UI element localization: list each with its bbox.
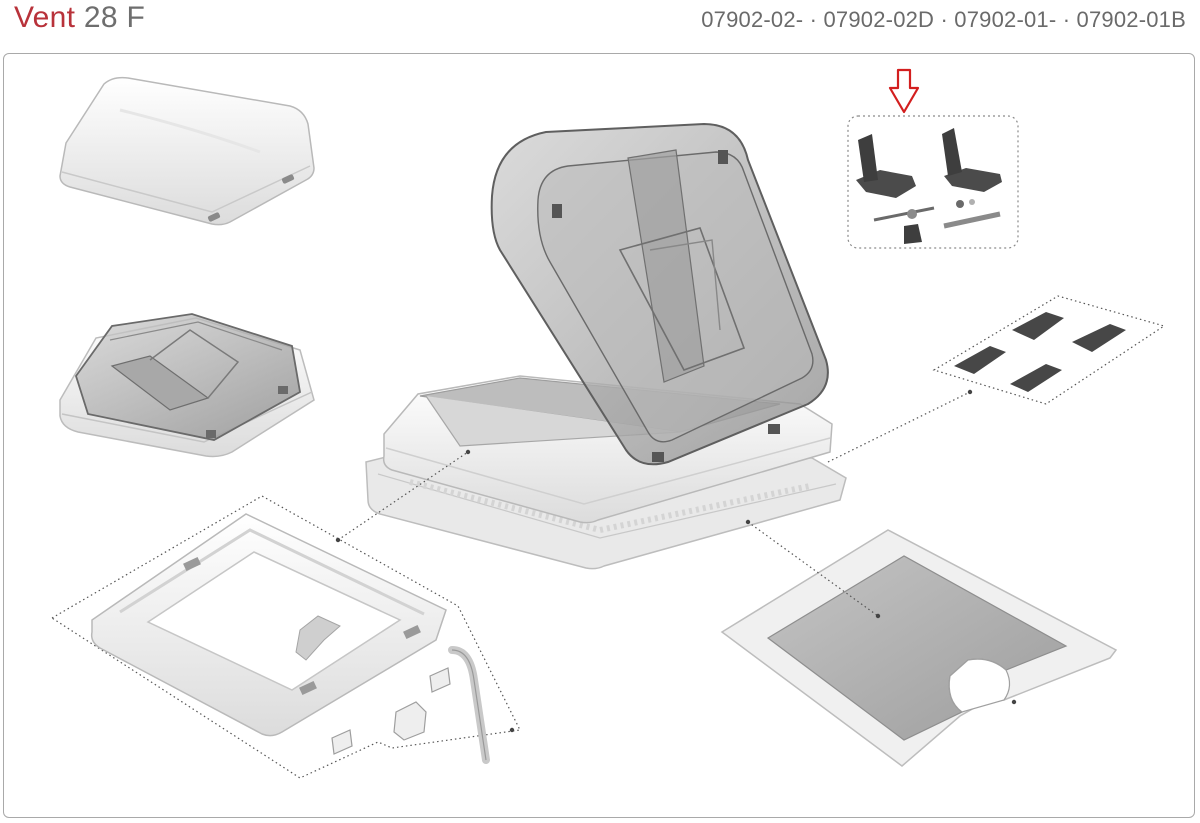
inner-panel-part [720,529,1118,767]
page-title: Vent 28 F [14,0,145,36]
spare-parts-kit [847,115,1019,249]
mounting-brackets-kit [932,295,1166,405]
roof-cover-part [59,76,315,226]
leader-dots [335,389,1017,733]
arrow-down-icon [888,68,920,114]
vent-assembly-main [365,122,847,570]
product-model: 28 F [83,1,146,34]
vent-assembly-small [59,313,315,458]
article-codes: 07902-02- · 07902-02D · 07902-01- · 0790… [701,7,1186,32]
inner-frame-kit [50,495,521,779]
leader-lines [337,391,971,617]
product-brand: Vent [14,1,76,34]
